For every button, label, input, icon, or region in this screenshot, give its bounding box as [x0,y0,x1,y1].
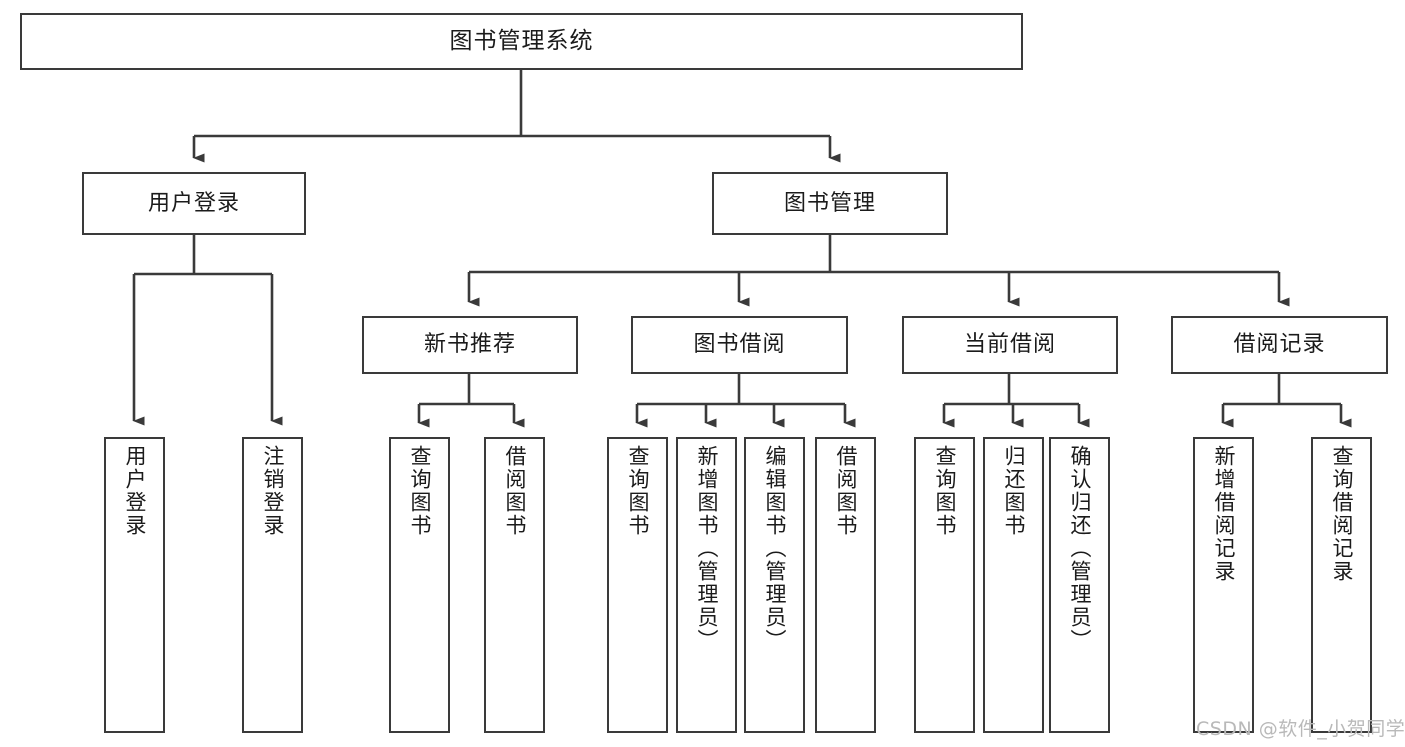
node-book-borrow[interactable]: 图书借阅 [631,316,848,374]
node-leaf-borrow-query-book[interactable]: 查询图书 [607,437,668,733]
node-borrow-record[interactable]: 借阅记录 [1171,316,1388,374]
node-leaf-borrow-edit-book[interactable]: 编辑图书（管理员） [744,437,805,733]
node-root-label: 图书管理系统 [449,28,594,55]
node-leaf-user-login-signout[interactable]: 注销登录 [242,437,303,733]
node-leaf-current-confirm-return[interactable]: 确认归还（管理员） [1049,437,1110,733]
node-leaf-current-return-book[interactable]: 归还图书 [983,437,1044,733]
node-leaf-record-query[interactable]: 查询借阅记录 [1311,437,1372,733]
node-leaf-borrow-edit-book-label: 编辑图书（管理员） [762,445,787,652]
node-user-login-label: 用户登录 [147,190,240,216]
node-leaf-new-book-query-label: 查询图书 [407,445,432,537]
node-leaf-current-return-book-label: 归还图书 [1001,445,1026,537]
node-leaf-borrow-borrow-book[interactable]: 借阅图书 [815,437,876,733]
node-leaf-current-query-book[interactable]: 查询图书 [914,437,975,733]
node-leaf-new-book-borrow[interactable]: 借阅图书 [484,437,545,733]
node-leaf-current-confirm-return-label: 确认归还（管理员） [1067,445,1092,652]
user-login-to-leaves-connectors [132,235,283,426]
node-leaf-borrow-add-book[interactable]: 新增图书（管理员） [676,437,737,733]
node-leaf-new-book-borrow-label: 借阅图书 [502,445,527,537]
node-new-book-recommend[interactable]: 新书推荐 [362,316,578,374]
node-leaf-borrow-add-book-label: 新增图书（管理员） [694,445,719,652]
node-current-borrow[interactable]: 当前借阅 [902,316,1118,374]
node-new-book-recommend-label: 新书推荐 [423,332,516,358]
node-leaf-record-query-label: 查询借阅记录 [1329,445,1354,583]
node-leaf-new-book-query[interactable]: 查询图书 [389,437,450,733]
root-to-level2-connectors [192,70,841,163]
node-root-book-management-system[interactable]: 图书管理系统 [20,13,1023,70]
node-leaf-user-login-signin-label: 用户登录 [122,445,147,537]
node-leaf-user-login-signin[interactable]: 用户登录 [104,437,165,733]
node-leaf-borrow-query-book-label: 查询图书 [625,445,650,537]
current-borrow-to-leaves-connectors [942,374,1090,428]
node-leaf-record-add-label: 新增借阅记录 [1211,445,1236,583]
node-borrow-record-label: 借阅记录 [1233,332,1326,358]
node-book-management-label: 图书管理 [783,190,876,216]
node-current-borrow-label: 当前借阅 [963,332,1056,358]
borrow-record-to-leaves-connectors [1221,374,1352,428]
book-borrow-to-leaves-connectors [635,374,856,428]
node-leaf-record-add[interactable]: 新增借阅记录 [1193,437,1254,733]
book-manage-to-level3-connectors [467,235,1290,307]
new-book-to-leaves-connectors [417,374,525,428]
node-book-borrow-label: 图书借阅 [693,332,786,358]
node-leaf-borrow-borrow-book-label: 借阅图书 [833,445,858,537]
node-leaf-user-login-signout-label: 注销登录 [260,445,285,537]
node-book-management[interactable]: 图书管理 [712,172,948,235]
node-user-login[interactable]: 用户登录 [82,172,306,235]
node-leaf-current-query-book-label: 查询图书 [932,445,957,537]
